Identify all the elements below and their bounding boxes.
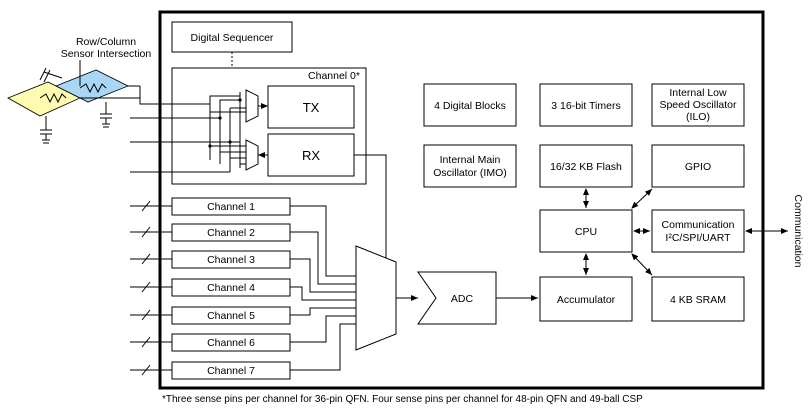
- bus-arrows: [583, 188, 788, 276]
- channel-3: Channel 3: [130, 250, 356, 293]
- tx-mux: [245, 89, 259, 123]
- footnote: *Three sense pins per channel for 36-pin…: [162, 394, 643, 405]
- imo-block: [423, 144, 517, 188]
- digital-blocks-block: [423, 83, 517, 127]
- imo-label-line2: Oscillator (IMO): [433, 167, 507, 179]
- ilo-label-line3: (ILO): [686, 111, 710, 123]
- channel-7: Channel 7: [130, 323, 356, 380]
- flash-block: [539, 144, 633, 188]
- sram-label: 4 KB SRAM: [670, 294, 726, 306]
- channel-7-label: Channel 7: [207, 365, 255, 377]
- channel-4: Channel 4: [130, 278, 356, 301]
- rx-label: RX: [302, 148, 320, 163]
- channel-1: Channel 1: [130, 197, 356, 277]
- sensor-label-line1: Row/Column: [76, 36, 136, 48]
- analog-mux: [355, 245, 397, 351]
- cpu-label: CPU: [575, 226, 597, 238]
- ilo-label-line2: Speed Oscillator: [659, 99, 737, 111]
- channel0-title: Channel 0*: [308, 70, 360, 82]
- channel-2-label: Channel 2: [207, 227, 255, 239]
- tx-block: [267, 85, 355, 129]
- adc-label: ADC: [451, 293, 474, 305]
- sram-block: [651, 276, 745, 322]
- timers-label: 3 16-bit Timers: [551, 100, 620, 112]
- flash-label: 16/32 KB Flash: [550, 161, 622, 173]
- channel-6: Channel 6: [130, 315, 356, 352]
- communication-label-line2: I²C/SPI/UART: [665, 232, 731, 244]
- channel-3-label: Channel 3: [207, 254, 255, 266]
- gpio-block: [651, 144, 745, 188]
- gpio-label: GPIO: [685, 161, 711, 173]
- rx-mux: [245, 139, 259, 171]
- channel-5: Channel 5: [130, 306, 356, 325]
- channel-2: Channel 2: [130, 223, 356, 285]
- communication-block: [651, 209, 745, 253]
- ilo-label-line1: Internal Low: [669, 87, 727, 99]
- tx-label: TX: [303, 100, 320, 115]
- adc-block: [417, 271, 497, 325]
- timers-block: [539, 83, 633, 127]
- cpu-block: [539, 209, 633, 253]
- digital-sequencer-block: [171, 21, 293, 53]
- accumulator-block: [539, 276, 633, 322]
- accumulator-label: Accumulator: [557, 294, 616, 306]
- sensor-intersection-graphic: [7, 60, 141, 144]
- communication-side-label: Communication: [792, 195, 804, 268]
- channel-6-label: Channel 6: [207, 337, 255, 349]
- digital-blocks-label: 4 Digital Blocks: [434, 100, 506, 112]
- digital-sequencer-label: Digital Sequencer: [191, 32, 274, 44]
- imo-label-line1: Internal Main: [440, 154, 501, 166]
- chip-border: [158, 10, 765, 390]
- channel-5-label: Channel 5: [207, 310, 255, 322]
- communication-label-line1: Communication: [662, 219, 735, 231]
- channel-4-label: Channel 4: [207, 282, 255, 294]
- channel-1-label: Channel 1: [207, 201, 255, 213]
- ilo-block: [651, 83, 745, 127]
- sensor-label-line2: Sensor Intersection: [61, 48, 152, 60]
- channel0-wiring: [130, 92, 246, 173]
